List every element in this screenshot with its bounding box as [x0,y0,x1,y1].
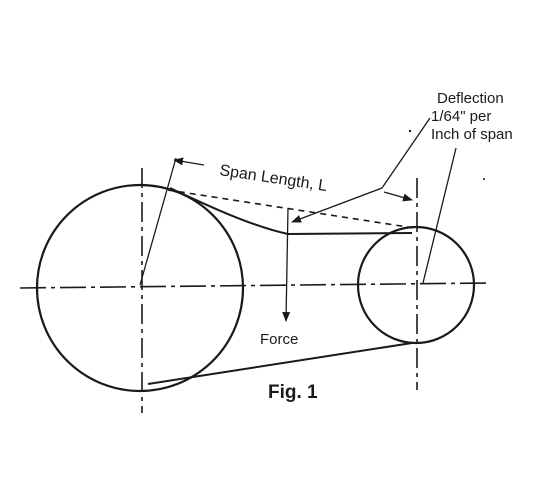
span-arrow-left [173,157,205,166]
span-length-label: Span Length, L [218,162,328,195]
deflection-label-line3: Inch of span [431,126,513,143]
figure-caption: Fig. 1 [268,382,318,403]
force-label: Force [260,331,298,348]
span-arrow-right [383,191,413,202]
deflection-label-line2: 1/64" per [431,108,491,125]
span-extension-line-left [139,157,177,286]
upper-belt-deflected [169,187,413,236]
horizontal-center-line [19,282,489,289]
deflection-label-line1: Deflection [437,90,504,107]
straight-span-reference-line [167,189,415,229]
deflection-leader [381,117,431,189]
scan-speck [483,178,485,180]
lower-belt [147,342,413,385]
small-pulley [356,225,476,345]
scan-speck [408,129,412,133]
force-arrow [282,207,291,322]
span-extension-line-right [422,147,457,284]
deflection-arrow [291,187,383,223]
